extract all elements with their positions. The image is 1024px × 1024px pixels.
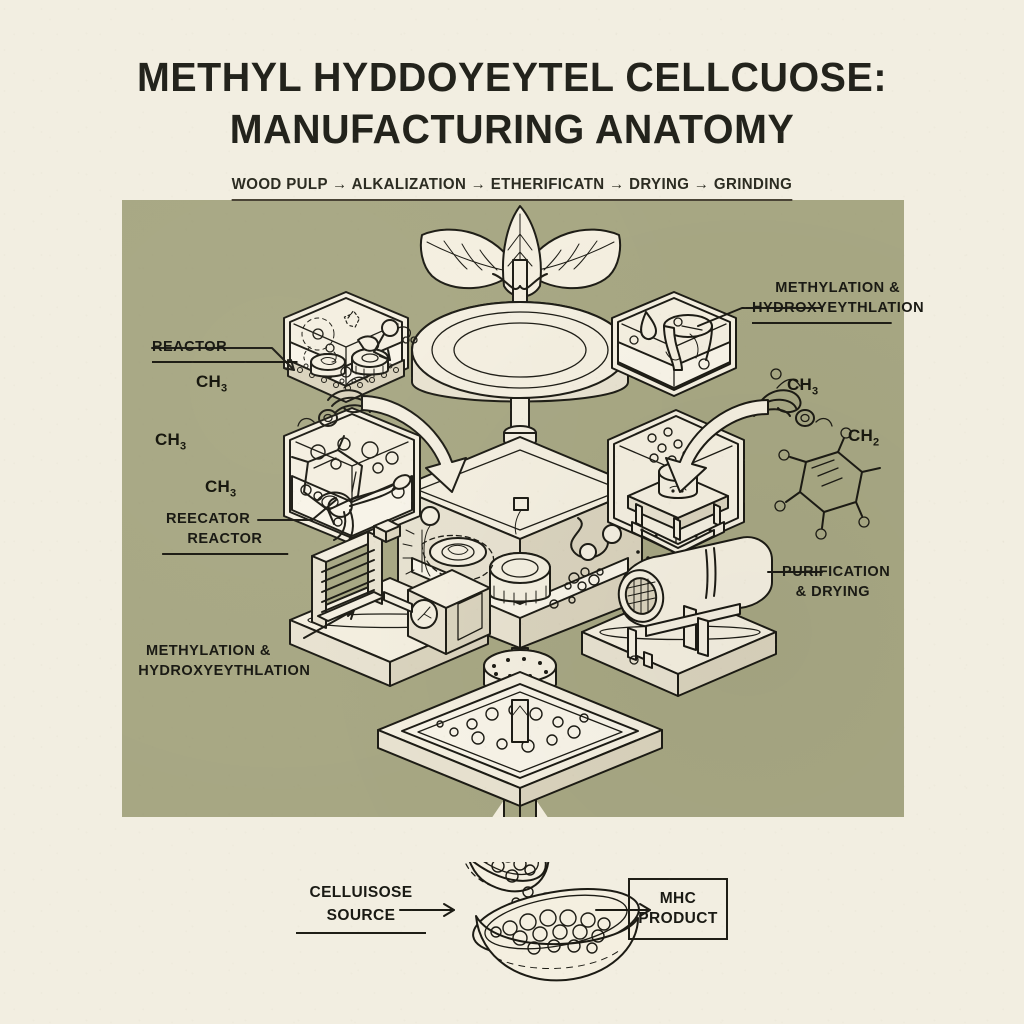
label-methylation-hydroxyethylation-right: METHYLATION & HYDROXYEYTHLATION [752, 278, 924, 324]
label-rule [296, 932, 426, 934]
label-rule [752, 322, 892, 324]
exploded-diagram-illustration [151, 205, 881, 817]
bottom-flow-row: CELLUISOSE SOURCE [0, 862, 1024, 982]
chem-subscript: 3 [811, 385, 819, 398]
label-cellulose-source: CELLUISOSE SOURCE [296, 881, 426, 934]
label-methylation-left-line2: HYDROXYEYTHLATION [138, 662, 311, 679]
label-purification-line1: PURIFICATION [782, 563, 891, 580]
mhc-product-line2: PRODUCT [638, 910, 718, 927]
header: METHYL HYDDOYEYTEL CELLCUOSE: MANUFACTUR… [0, 0, 1024, 201]
chem-label-left-ring-bottom: CH3 [205, 477, 236, 499]
chem-label-right-ring: CH2 [848, 426, 879, 448]
label-methylation-right-line2: HYDROXYEYTHLATION [752, 299, 925, 316]
label-reactor-top: REACTOR [152, 337, 298, 363]
chem-subscript: 3 [229, 487, 237, 500]
etherification-reactor [283, 407, 421, 545]
process-flow-subtitle: WOOD PULP → ALKALIZATION → ETHERIFICATN … [231, 176, 793, 201]
label-methylation-left-line1: METHYLATION & [146, 642, 271, 659]
chem-subscript: 3 [220, 382, 228, 395]
chem-text: CH [787, 375, 812, 394]
chem-label-right-top: CH3 [787, 375, 818, 397]
granule-tray [377, 671, 663, 807]
mhc-product-box: MHC PRODUCT [628, 878, 728, 940]
chem-text: CH [205, 477, 230, 496]
flow-arrow-1 [399, 903, 455, 917]
root-system [492, 799, 548, 817]
diagram-panel [122, 200, 904, 817]
alkalization-vessel [283, 291, 418, 403]
polymer-chain-right [665, 368, 881, 540]
label-rule [162, 553, 289, 555]
label-purification-line2: & DRYING [795, 583, 871, 600]
hydroxyethylation-vessel [611, 291, 737, 397]
label-rule [152, 361, 298, 363]
drying-machine [289, 519, 491, 687]
plant-illustration [411, 205, 629, 447]
label-methylation-right-line1: METHYLATION & [775, 279, 901, 296]
cellulose-source-line2: SOURCE [326, 907, 396, 924]
grinding-machine [581, 536, 777, 697]
label-reactor-text: REACTOR [152, 338, 228, 355]
page-title-line-1: METHYL HYDDOYEYTEL CELLCUOSE: [136, 54, 888, 100]
label-reecator-line1: REECATOR [166, 510, 251, 527]
label-reecator-reactor: REECATOR REACTOR [162, 509, 289, 555]
subtitle-container: WOOD PULP → ALKALIZATION → ETHERIFICATN … [0, 176, 1024, 201]
chem-text: CH [196, 372, 221, 391]
chem-text: CH [848, 426, 873, 445]
label-purification-drying: PURIFICATION & DRYING [782, 562, 890, 602]
page-title-line-2: MANUFACTURING ANATOMY [229, 106, 795, 152]
label-methylation-hydroxyethylation-left: METHYLATION & HYDROXYEYTHLATION [138, 641, 310, 681]
bottom-flow-illustration [399, 862, 651, 982]
chem-subscript: 2 [872, 436, 880, 449]
polymer-chain-left [291, 366, 467, 525]
cellulose-source-line1: CELLUISOSE [309, 884, 413, 901]
chem-label-left-ring-left: CH3 [155, 430, 186, 452]
flow-arrow-2 [595, 903, 651, 917]
mhc-product-line1: MHC [659, 890, 697, 907]
chem-label-left-top: CH3 [196, 372, 227, 394]
chem-text: CH [155, 430, 180, 449]
chem-subscript: 3 [179, 440, 187, 453]
label-reecator-line2: REACTOR [187, 530, 263, 547]
lower-bowl [472, 888, 640, 982]
